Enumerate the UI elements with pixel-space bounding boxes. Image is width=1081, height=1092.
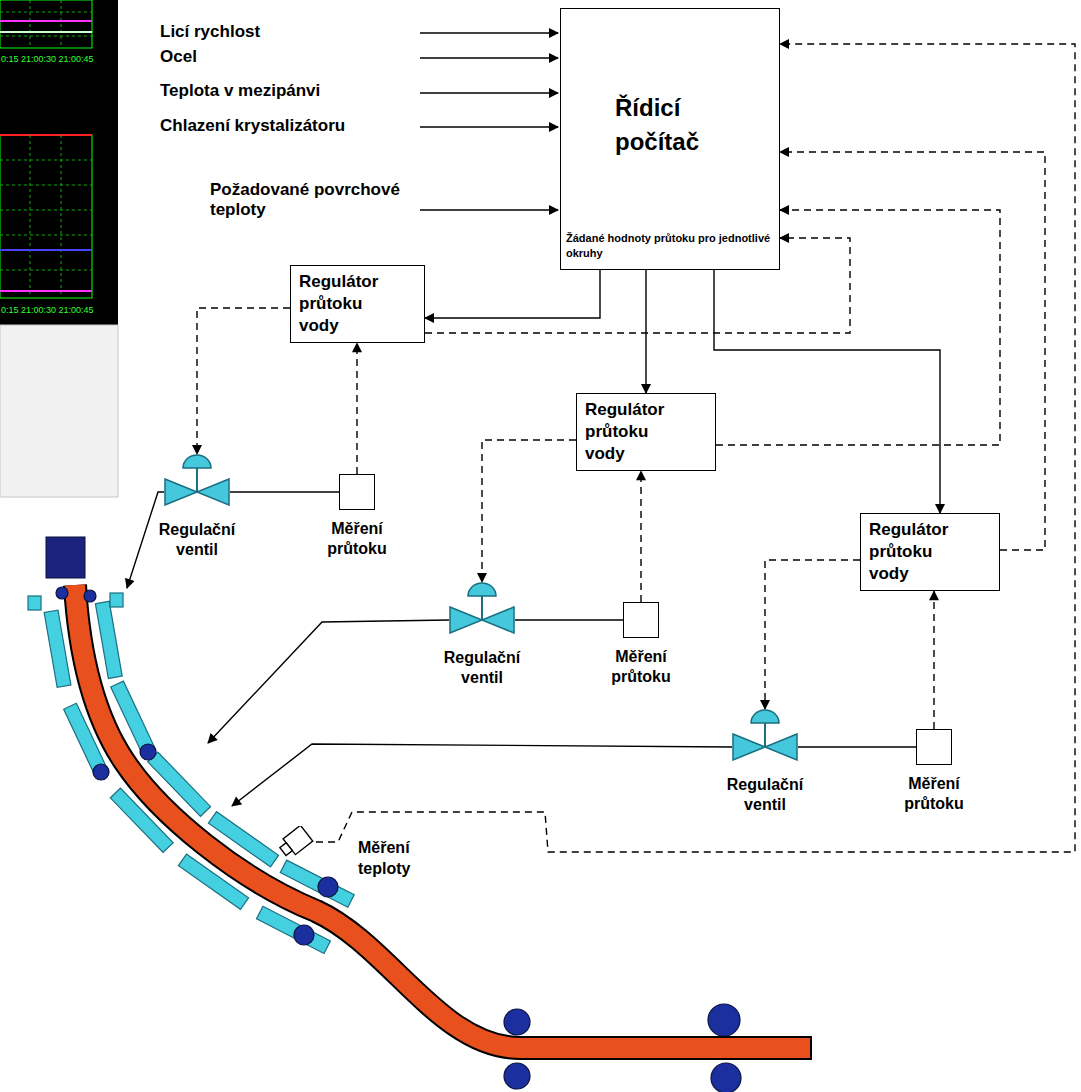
connector — [933, 591, 934, 729]
control-valve: Regulační ventil — [718, 709, 812, 815]
node-text: Měření průtoku — [896, 774, 972, 814]
flow-meter-box — [623, 602, 659, 638]
connector — [425, 270, 600, 318]
connector — [798, 746, 916, 747]
node-text: Regulátor průtoku vody — [299, 271, 399, 337]
node-text: Regulační ventil — [150, 520, 244, 560]
node-text: Regulátor průtoku vody — [585, 399, 685, 465]
connector — [645, 270, 646, 393]
valve-symbol — [164, 454, 230, 506]
node-text: Regulační ventil — [718, 775, 812, 815]
flow-controller: Regulátor průtoku vody — [290, 265, 425, 343]
time-axis-label: 0:15 21:00:30 21:00:45 — [1, 54, 94, 65]
strand-outline — [75, 585, 812, 1048]
connector — [714, 270, 940, 513]
mold — [46, 537, 85, 578]
connector — [515, 619, 623, 620]
connector — [640, 471, 641, 602]
rolls — [56, 587, 741, 1092]
flow-meter: Měření průtoku — [896, 729, 972, 814]
connector — [197, 308, 290, 454]
node-text: Měření teploty — [358, 838, 428, 880]
flow-meter-box — [339, 474, 375, 510]
input-label: Chlazení krystalizátoru — [160, 116, 345, 136]
node-text: Regulační ventil — [435, 648, 529, 688]
flow-controller: Regulátor průtoku vody — [860, 513, 1000, 591]
flow-meter: Měření průtoku — [319, 474, 395, 559]
connector — [230, 491, 339, 492]
control-computer: Řídicí počítačŽádané hodnoty průtoku pro… — [560, 8, 780, 270]
flow-meter: Měření průtoku — [603, 602, 679, 687]
spray-segment — [95, 601, 122, 678]
input-label: Licí rychlost — [160, 22, 260, 42]
connector — [780, 152, 1045, 550]
sensor-text-wrap: Měření teploty — [358, 838, 428, 880]
time-axis-label: 0:15 21:00:30 21:00:45 — [1, 305, 94, 316]
control-valve: Regulační ventil — [150, 454, 244, 560]
input-label: Teplota v mezipánvi — [160, 81, 320, 101]
flow-meter-box — [916, 729, 952, 765]
control-valve: Regulační ventil — [435, 582, 529, 688]
temperature-sensor: Měření teploty — [276, 826, 436, 880]
input-label: Požadované povrchové teploty — [210, 180, 400, 221]
input-label: Ocel — [160, 47, 197, 67]
node-title: Řídicí počítač — [615, 91, 745, 158]
sensor-symbol — [276, 826, 316, 862]
valve-symbol — [732, 709, 798, 761]
connector — [356, 343, 357, 474]
flow-controller: Regulátor průtoku vody — [576, 393, 716, 471]
node-text: Měření průtoku — [603, 647, 679, 687]
node-text: Měření průtoku — [319, 519, 395, 559]
node-note: Žádané hodnoty průtoku pro jednotlivé ok… — [561, 219, 779, 269]
screenshot-fragment — [0, 0, 118, 497]
connector — [482, 440, 576, 582]
valve-symbol — [449, 582, 515, 634]
node-text: Regulátor průtoku vody — [869, 519, 969, 585]
steel-strand — [75, 585, 810, 1048]
input-arrows — [420, 33, 558, 210]
mold-cooling — [28, 593, 123, 610]
connector — [765, 560, 860, 709]
